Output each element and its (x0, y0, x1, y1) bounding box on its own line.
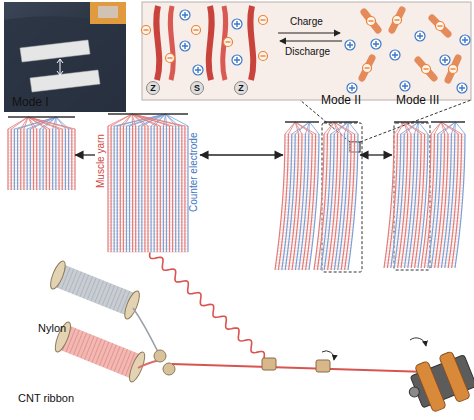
zoom-leaders (300, 100, 471, 272)
mode-arrow (360, 154, 392, 155)
twisted-yarn (172, 364, 428, 372)
mode-heading: Mode III (396, 93, 439, 107)
cnt-spool (52, 320, 147, 383)
spool-label: Nylon (38, 322, 66, 334)
process-label: Discharge (285, 46, 330, 57)
mode-panel: Mode I (8, 115, 75, 190)
mode-heading: Mode II (321, 93, 361, 107)
coiled-yarn (150, 252, 265, 358)
chirality-letter: S (191, 82, 203, 94)
mode-arrow (200, 154, 283, 155)
textile-photo (4, 2, 126, 112)
mode-panel: Muscle yarn Counter electrode (95, 112, 200, 252)
twisting-motor (401, 347, 474, 418)
mode-heading: Mode I (12, 95, 49, 109)
yarn-guide (262, 351, 334, 372)
muscle-yarn-segments (156, 6, 458, 80)
woven-panel (8, 115, 75, 190)
nylon-strand (133, 308, 160, 356)
chirality-letter: Z (235, 82, 247, 94)
mode-panel: Mode III (392, 120, 465, 268)
woven-panel (95, 112, 200, 252)
rotation-arrow (410, 338, 426, 346)
yarn-label: Counter electrode (188, 133, 200, 213)
yarn-label: Muscle yarn (95, 134, 107, 188)
woven-panel (392, 120, 465, 268)
woven-panel (283, 120, 360, 270)
ion-inset (142, 2, 472, 100)
spool-label: CNT ribbon (18, 392, 74, 404)
process-label: Charge (290, 16, 323, 27)
ion-symbols (142, 10, 471, 93)
roller (154, 350, 166, 362)
chirality-letter: Z (147, 82, 159, 94)
nylon-spool (48, 259, 143, 321)
mode-panel: Mode II (283, 120, 360, 270)
mode-arrow (75, 154, 95, 155)
